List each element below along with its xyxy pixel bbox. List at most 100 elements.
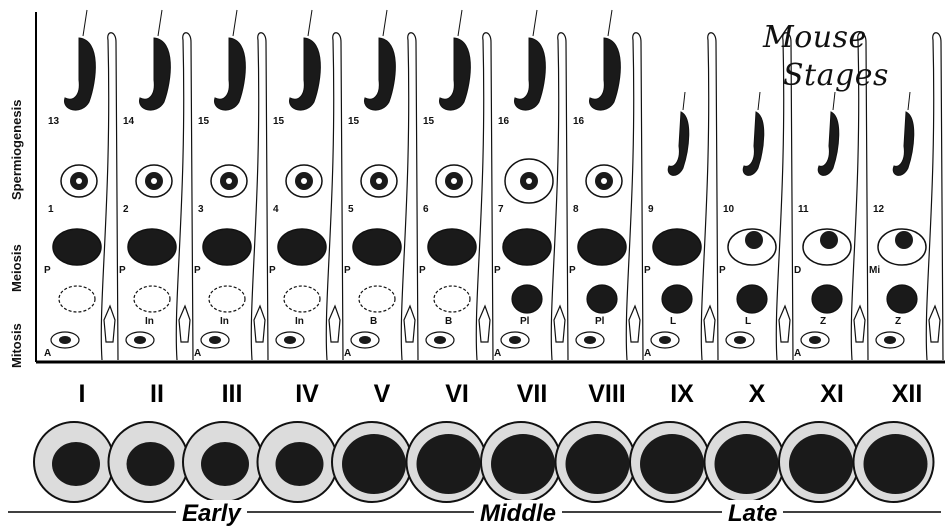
stage-column xyxy=(651,33,718,360)
spermatogonium-tag: A xyxy=(644,348,651,359)
title-line-1: Mouse xyxy=(763,20,867,55)
elongated-spermatid xyxy=(139,38,170,110)
spermatid-tail xyxy=(533,10,537,36)
spermatocyte-tag: P xyxy=(419,265,426,276)
step-number-round: 5 xyxy=(348,204,354,215)
elongating-spermatid xyxy=(668,112,689,175)
spermatocyte xyxy=(203,229,251,265)
stage-numeral: X xyxy=(721,380,793,409)
tubule-stain xyxy=(864,434,928,494)
lower-cell-tag: Pl xyxy=(520,316,529,327)
tubule-stain xyxy=(342,434,406,494)
stage-column xyxy=(501,10,568,360)
tubule-stain xyxy=(52,442,100,486)
spermatocyte-tag: P xyxy=(44,265,51,276)
stage-numeral: III xyxy=(196,380,268,409)
spermatocyte xyxy=(53,229,101,265)
lower-germ-cell xyxy=(512,285,542,313)
acrosome-dot xyxy=(601,178,607,184)
lower-cell-tag: L xyxy=(745,316,751,327)
spermatocyte xyxy=(578,229,626,265)
spermatocyte-tag: P xyxy=(494,265,501,276)
lower-cell-tag: B xyxy=(370,316,377,327)
sertoli-nucleus xyxy=(929,306,940,342)
axis-label-spermiogenesis: Spermiogenesis xyxy=(9,100,24,200)
acrosome-dot xyxy=(376,178,382,184)
axis-label-meiosis: Meiosis xyxy=(9,244,24,292)
lower-germ-cell xyxy=(587,285,617,313)
spermatid-tail xyxy=(908,92,910,110)
spermatogonium-nucleus xyxy=(284,336,296,344)
axis-label-mitosis: Mitosis xyxy=(9,323,24,368)
stage-numeral: V xyxy=(346,380,418,409)
spermatocyte-tag: D xyxy=(794,265,801,276)
spermatogonium-tag: A xyxy=(344,348,351,359)
spermatogonium-nucleus xyxy=(509,336,521,344)
spermatid-tail xyxy=(308,10,312,36)
lower-germ-cell xyxy=(134,286,170,312)
stage-numeral: XII xyxy=(871,380,943,409)
lower-germ-cell xyxy=(887,285,917,313)
step-number-elongated: 15 xyxy=(273,116,284,127)
spermatocyte xyxy=(503,229,551,265)
spermatid-tail xyxy=(458,10,462,36)
phase-early: Early xyxy=(176,500,247,528)
stage-numeral: IX xyxy=(646,380,718,409)
spermatid-tail xyxy=(683,92,685,110)
step-number-round: 4 xyxy=(273,204,279,215)
sertoli-nucleus xyxy=(479,306,490,342)
spermatocyte xyxy=(653,229,701,265)
spermatogonium-nucleus xyxy=(809,336,821,344)
stage-numeral: II xyxy=(121,380,193,409)
spermatid-tail xyxy=(233,10,237,36)
elongated-spermatid xyxy=(439,38,470,110)
lower-germ-cell xyxy=(209,286,245,312)
spermatocyte-tag: P xyxy=(119,265,126,276)
sertoli-nucleus xyxy=(329,306,340,342)
spermatogonium-tag: A xyxy=(494,348,501,359)
lower-germ-cell xyxy=(434,286,470,312)
spermatogonium-nucleus xyxy=(134,336,146,344)
acrosome-dot xyxy=(151,178,157,184)
phase-middle: Middle xyxy=(474,500,562,528)
spermatocyte-tag: P xyxy=(569,265,576,276)
stage-column xyxy=(51,10,118,360)
spermatocyte-tag: P xyxy=(344,265,351,276)
tubule-stain xyxy=(201,442,249,486)
stage-column xyxy=(576,10,643,360)
spermatogonium-tag: A xyxy=(794,348,801,359)
spermatogonium-tag: A xyxy=(44,348,51,359)
step-number-elongated: 16 xyxy=(498,116,509,127)
elongating-spermatid xyxy=(893,112,914,175)
spermatogonium-nucleus xyxy=(359,336,371,344)
elongating-spermatid xyxy=(743,112,764,175)
spermatogonium-nucleus xyxy=(59,336,71,344)
lower-germ-cell xyxy=(59,286,95,312)
tubule-stain xyxy=(491,434,555,494)
spermatogonium-nucleus xyxy=(434,336,446,344)
lower-germ-cell xyxy=(284,286,320,312)
sertoli-nucleus xyxy=(254,306,265,342)
spermatid-tail xyxy=(758,92,760,110)
acrosome-dot xyxy=(301,178,307,184)
lower-cell-tag: Pl xyxy=(595,316,604,327)
sertoli-nucleus xyxy=(704,306,715,342)
sertoli-nucleus xyxy=(404,306,415,342)
sertoli-nucleus xyxy=(104,306,115,342)
spermatid-tail xyxy=(833,92,835,110)
stage-numeral: VI xyxy=(421,380,493,409)
spermatogonium-nucleus xyxy=(659,336,671,344)
spermatocyte-tag: P xyxy=(269,265,276,276)
spermatocyte-tag: P xyxy=(644,265,651,276)
elongated-spermatid xyxy=(214,38,245,110)
step-number-elongated: 15 xyxy=(348,116,359,127)
step-number-elongated: 13 xyxy=(48,116,59,127)
spermatocyte xyxy=(278,229,326,265)
stage-column xyxy=(276,10,343,360)
lower-germ-cell xyxy=(737,285,767,313)
spermatogonium-nucleus xyxy=(209,336,221,344)
phase-late: Late xyxy=(722,500,783,528)
spermatocyte xyxy=(428,229,476,265)
sertoli-nucleus xyxy=(779,306,790,342)
sertoli-nucleus xyxy=(179,306,190,342)
